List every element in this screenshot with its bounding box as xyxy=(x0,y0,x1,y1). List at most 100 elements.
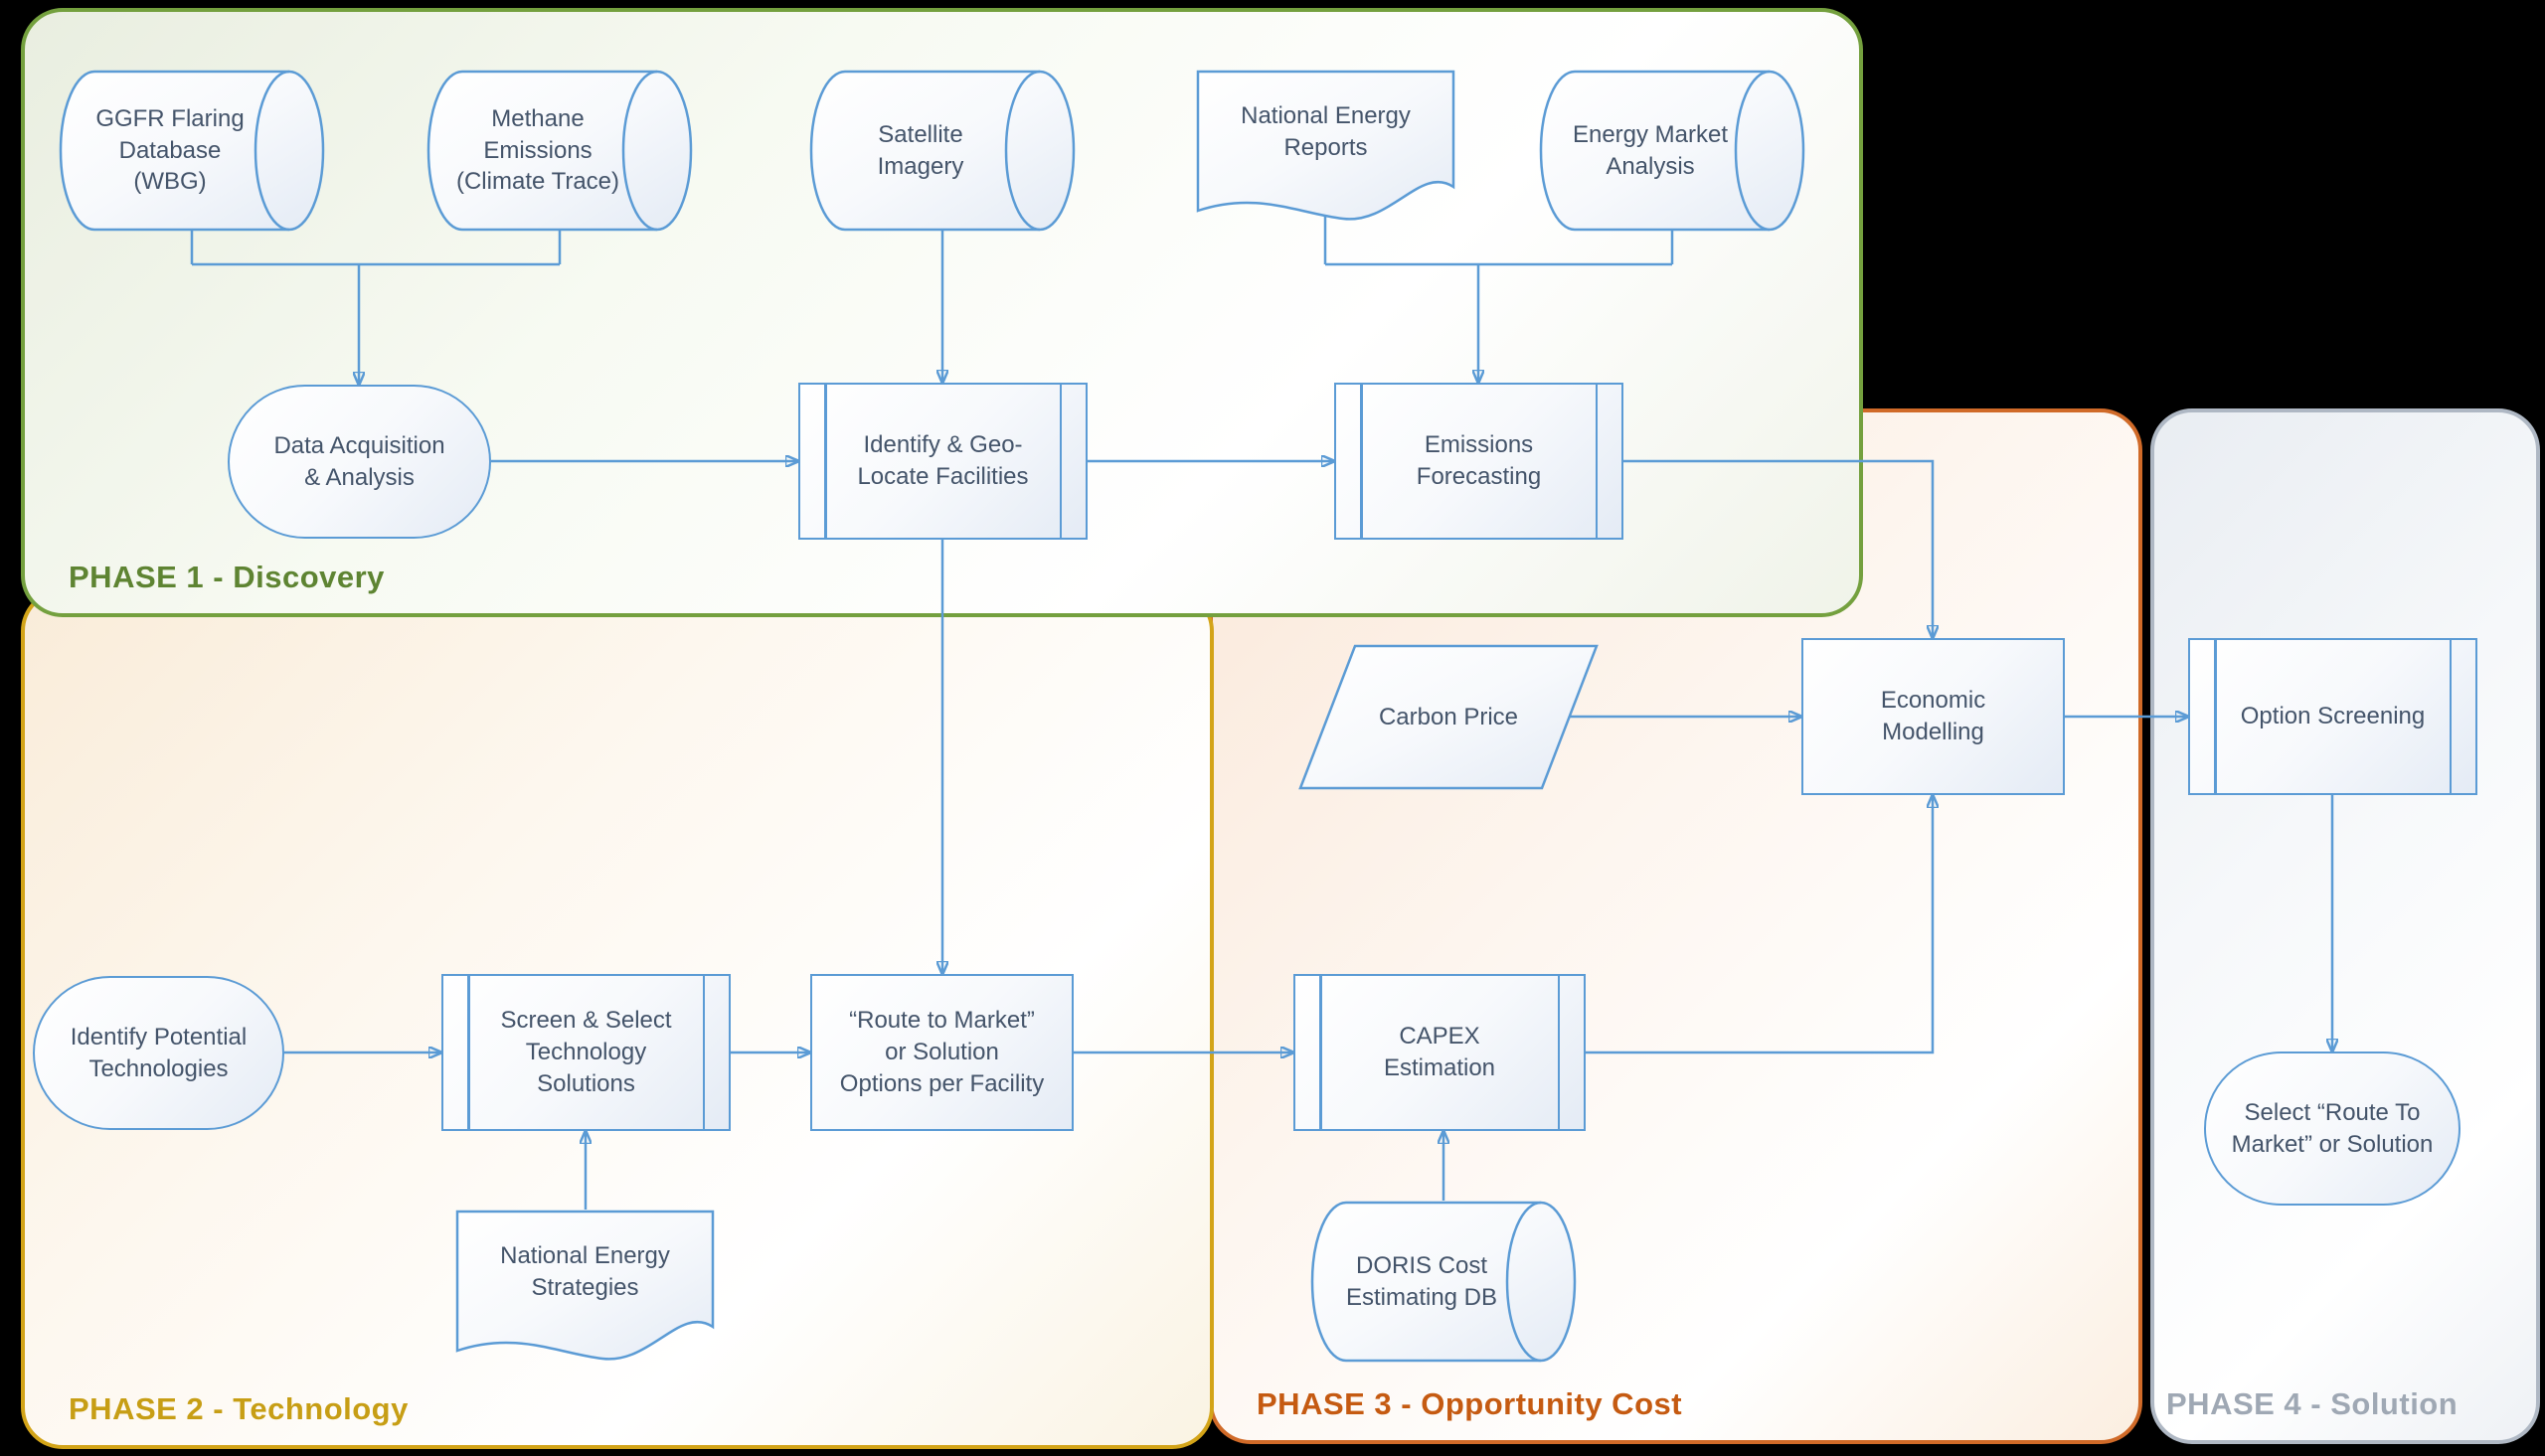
label-line: Reports xyxy=(1283,133,1368,161)
phase-1-label: PHASE 1 - Discovery xyxy=(69,560,385,594)
node-label: DORIS Cost Estimating DB xyxy=(1310,1201,1577,1363)
node-option-screening: Option Screening xyxy=(2188,638,2477,795)
label-line: Emissions xyxy=(1424,431,1534,459)
node-label: Identify & Geo- Locate Facilities xyxy=(798,383,1088,540)
label-line: Screen & Select xyxy=(500,1007,672,1035)
label-line: Imagery xyxy=(877,152,964,180)
inner-bar-left xyxy=(1319,976,1322,1129)
parallelogram-shape xyxy=(1298,644,1599,790)
label-line: Identify & Geo- xyxy=(863,431,1023,459)
node-identify-potential-technologies: Identify Potential Technologies xyxy=(33,976,284,1130)
label-line: Technology xyxy=(525,1039,647,1066)
label-line: Estimation xyxy=(1383,1054,1496,1081)
cylinder-rim xyxy=(621,70,658,232)
document-shape xyxy=(455,1210,715,1361)
label-line: Satellite xyxy=(878,120,963,148)
node-label: Carbon Price xyxy=(1298,644,1599,790)
label-line: Analysis xyxy=(1606,152,1695,180)
node-label: CAPEX Estimation xyxy=(1293,974,1586,1131)
database-cylinder-shape xyxy=(809,70,1076,232)
label-line: “Route to Market” xyxy=(849,1007,1035,1035)
node-label: Emissions Forecasting xyxy=(1334,383,1623,540)
label-line: GGFR Flaring xyxy=(95,104,245,132)
node-label: Screen & Select Technology Solutions xyxy=(441,974,731,1131)
label-line: Forecasting xyxy=(1416,463,1542,490)
predefined-process-shape xyxy=(2188,638,2477,795)
inner-bar-right xyxy=(1595,385,1598,538)
process-shape xyxy=(810,974,1074,1131)
database-cylinder-shape xyxy=(1310,1201,1577,1363)
cylinder-rim xyxy=(254,70,290,232)
node-label: Satellite Imagery xyxy=(809,70,1076,232)
label-line: Carbon Price xyxy=(1378,703,1519,730)
node-label: Data Acquisition & Analysis xyxy=(228,385,491,539)
node-label: GGFR Flaring Database (WBG) xyxy=(59,70,325,232)
node-label: Energy Market Analysis xyxy=(1539,70,1805,232)
phase-4-solution-container: PHASE 4 - Solution xyxy=(2150,408,2540,1444)
inner-bar-right xyxy=(1059,385,1062,538)
cylinder-rim xyxy=(1505,1201,1542,1363)
process-shape xyxy=(1801,638,2065,795)
node-label: Methane Emissions (Climate Trace) xyxy=(426,70,693,232)
inner-bar-right xyxy=(1557,976,1560,1129)
node-national-energy-reports: National Energy Reports xyxy=(1196,70,1455,224)
node-label: Economic Modelling xyxy=(1801,638,2065,795)
inner-bar-left xyxy=(2214,640,2217,793)
database-cylinder-shape xyxy=(426,70,693,232)
node-capex-estimation: CAPEX Estimation xyxy=(1293,974,1586,1131)
label-line: or Solution xyxy=(885,1039,999,1066)
node-doris-cost-estimating-db: DORIS Cost Estimating DB xyxy=(1310,1201,1577,1363)
node-carbon-price: Carbon Price xyxy=(1298,644,1599,790)
label-line: Strategies xyxy=(531,1273,639,1301)
label-line: Energy Market xyxy=(1572,120,1729,148)
node-energy-market-analysis: Energy Market Analysis xyxy=(1539,70,1805,232)
label-line: Methane xyxy=(491,104,585,132)
label-line: (WBG) xyxy=(133,168,207,196)
label-line: Option Screening xyxy=(2240,703,2426,730)
inner-bar-left xyxy=(1360,385,1363,538)
label-line: Emissions xyxy=(483,136,593,164)
node-label: “Route to Market” or Solution Options pe… xyxy=(810,974,1074,1131)
node-label: Select “Route To Market” or Solution xyxy=(2204,1052,2460,1206)
node-economic-modelling: Economic Modelling xyxy=(1801,638,2065,795)
terminator-shape xyxy=(2204,1052,2460,1206)
node-identify-geolocate-facilities: Identify & Geo- Locate Facilities xyxy=(798,383,1088,540)
label-line: Identify Potential xyxy=(70,1023,248,1051)
node-methane-emissions: Methane Emissions (Climate Trace) xyxy=(426,70,693,232)
node-select-route-to-market: Select “Route To Market” or Solution xyxy=(2204,1052,2460,1206)
label-line: Solutions xyxy=(537,1069,635,1097)
node-label: National Energy Reports xyxy=(1196,70,1455,224)
node-label: National Energy Strategies xyxy=(455,1210,715,1364)
inner-bar-left xyxy=(824,385,827,538)
label-line: Economic xyxy=(1880,687,1986,715)
label-line: CAPEX xyxy=(1399,1023,1480,1051)
node-emissions-forecasting: Emissions Forecasting xyxy=(1334,383,1623,540)
predefined-process-shape xyxy=(1334,383,1623,540)
terminator-shape xyxy=(228,385,491,539)
terminator-shape xyxy=(33,976,284,1130)
label-line: Technologies xyxy=(88,1054,229,1082)
label-line: Modelling xyxy=(1882,719,1984,745)
predefined-process-shape xyxy=(798,383,1088,540)
node-label: Identify Potential Technologies xyxy=(33,976,284,1130)
phase-4-label: PHASE 4 - Solution xyxy=(2166,1386,2459,1421)
node-satellite-imagery: Satellite Imagery xyxy=(809,70,1076,232)
phase-3-label: PHASE 3 - Opportunity Cost xyxy=(1257,1386,1683,1421)
label-line: National Energy xyxy=(1241,101,1411,129)
label-line: Data Acquisition xyxy=(273,431,445,459)
label-line: Options per Facility xyxy=(839,1069,1045,1097)
node-national-energy-strategies: National Energy Strategies xyxy=(455,1210,715,1364)
inner-bar-right xyxy=(702,976,705,1129)
label-line: Select “Route To xyxy=(2244,1098,2421,1126)
predefined-process-shape xyxy=(441,974,731,1131)
node-screen-select-technology: Screen & Select Technology Solutions xyxy=(441,974,731,1131)
inner-bar-left xyxy=(467,976,470,1129)
cylinder-rim xyxy=(1004,70,1041,232)
node-ggfr-flaring-database: GGFR Flaring Database (WBG) xyxy=(59,70,325,232)
label-line: (Climate Trace) xyxy=(455,168,620,196)
inner-bar-right xyxy=(2449,640,2452,793)
label-line: Database xyxy=(118,136,222,164)
label-line: & Analysis xyxy=(304,463,415,491)
node-label: Option Screening xyxy=(2188,638,2477,795)
